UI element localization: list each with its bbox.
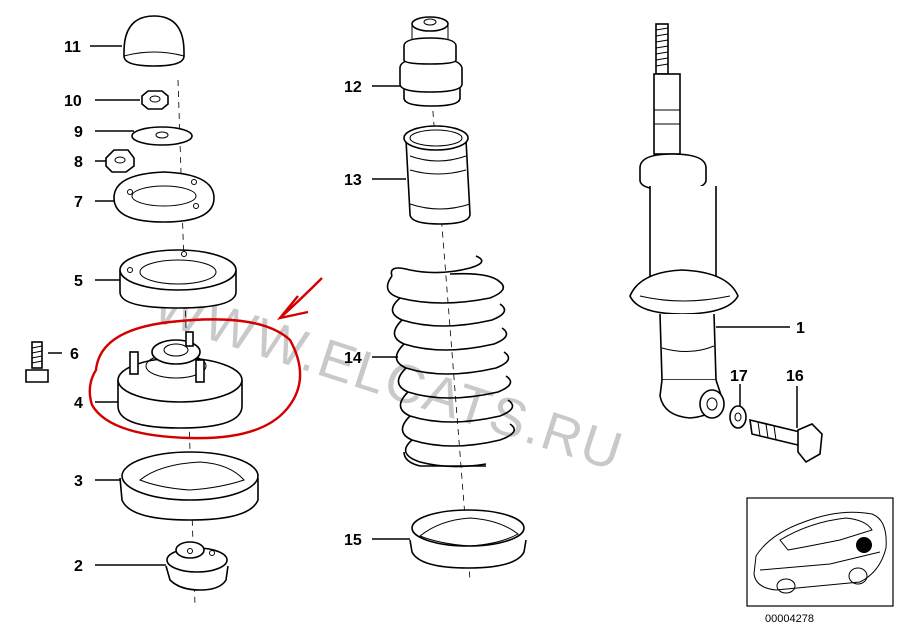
label-11: 11 bbox=[64, 39, 81, 56]
label-16: 16 bbox=[786, 368, 804, 385]
part-16-bolt bbox=[749, 418, 823, 464]
label-7: 7 bbox=[74, 194, 83, 211]
label-15: 15 bbox=[344, 532, 362, 549]
part-13-boot bbox=[403, 125, 471, 225]
label-9: 9 bbox=[74, 124, 83, 141]
part-9-washer bbox=[131, 126, 193, 146]
part-12-bump-stop bbox=[399, 16, 463, 107]
part-10-nut bbox=[141, 90, 169, 110]
location-marker bbox=[856, 537, 872, 553]
highlight-arrow-head bbox=[276, 295, 309, 320]
part-1-shock-absorber bbox=[629, 23, 739, 419]
part-8-nut bbox=[105, 149, 135, 173]
label-13: 13 bbox=[344, 172, 362, 189]
label-12: 12 bbox=[344, 79, 362, 96]
part-11-cap bbox=[123, 15, 185, 67]
part-14-spring bbox=[386, 255, 516, 468]
label-1: 1 bbox=[796, 320, 805, 337]
label-5: 5 bbox=[74, 273, 83, 290]
label-17: 17 bbox=[730, 368, 748, 385]
diagram-code: 00004278 bbox=[765, 613, 814, 625]
highlight-circle bbox=[88, 318, 302, 440]
part-15-spring-seat bbox=[409, 509, 527, 569]
label-8: 8 bbox=[74, 154, 83, 171]
part-3-rubber-ring bbox=[119, 451, 259, 521]
car-location-thumbnail bbox=[746, 497, 894, 607]
label-6: 6 bbox=[70, 346, 79, 363]
label-10: 10 bbox=[64, 93, 82, 110]
label-2: 2 bbox=[74, 558, 83, 575]
part-6-bolt bbox=[25, 341, 49, 383]
label-4: 4 bbox=[74, 395, 83, 412]
label-3: 3 bbox=[74, 473, 83, 490]
part-2-cup bbox=[165, 541, 229, 591]
part-7-plate bbox=[113, 171, 215, 223]
part-5-ring bbox=[119, 249, 237, 309]
label-14: 14 bbox=[344, 350, 362, 367]
part-17-washer bbox=[729, 405, 747, 429]
part-4-bearing bbox=[117, 331, 243, 429]
